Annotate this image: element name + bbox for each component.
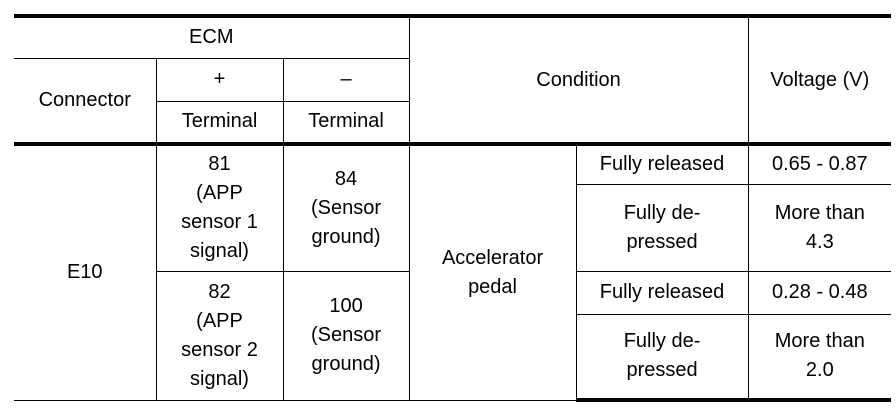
plus-terminal-line: (APP xyxy=(196,309,243,332)
minus-terminal-line: 84 xyxy=(334,167,358,190)
voltage-cell: More than 2.0 xyxy=(747,313,892,402)
minus-terminal-line: (Sensor xyxy=(311,196,382,219)
condition-header: Condition xyxy=(408,14,749,146)
minus-header: – xyxy=(282,57,410,102)
condition-line: Fully released xyxy=(599,153,725,176)
terminal-minus-header: Terminal xyxy=(282,100,410,146)
minus-terminal-cell: 84 (Sensor ground) xyxy=(282,142,410,272)
voltage-line: 4.3 xyxy=(805,230,834,253)
condition-line: Fully de- xyxy=(623,201,701,224)
plus-terminal-line: signal) xyxy=(190,367,249,390)
plus-terminal-line: sensor 1 xyxy=(181,211,258,234)
voltage-line: 0.65 - 0.87 xyxy=(771,153,868,176)
condition-line: pressed xyxy=(626,230,698,253)
condition-line: Fully released xyxy=(599,281,725,303)
minus-terminal-cell: 100 (Sensor ground) xyxy=(282,270,410,401)
component-cell: Accelerator pedal xyxy=(408,142,577,401)
condition-cell: Fully released xyxy=(575,142,749,185)
minus-terminal-line: 100 xyxy=(329,295,363,317)
plus-terminal-cell: 81 (APP sensor 1 signal) xyxy=(155,142,284,272)
plus-terminal-cell: 82 (APP sensor 2 signal) xyxy=(155,270,284,401)
minus-terminal-line: (Sensor xyxy=(311,324,382,346)
component-line: pedal xyxy=(468,275,517,298)
voltage-line: 0.28 - 0.48 xyxy=(771,281,868,303)
plus-terminal-line: 82 xyxy=(208,280,231,303)
minus-terminal-line: ground) xyxy=(311,225,381,248)
condition-cell: Fully released xyxy=(575,270,749,315)
voltage-line: More than xyxy=(774,201,865,224)
plus-terminal-line: (APP xyxy=(196,182,243,205)
plus-header: + xyxy=(155,57,284,102)
condition-line: pressed xyxy=(626,359,698,382)
condition-line: Fully de- xyxy=(623,330,701,353)
condition-cell: Fully de- pressed xyxy=(575,313,749,402)
component-line: Accelerator xyxy=(441,246,544,269)
voltage-line: 2.0 xyxy=(805,359,834,382)
condition-cell: Fully de- pressed xyxy=(575,183,749,272)
voltage-cell: 0.28 - 0.48 xyxy=(747,270,892,315)
voltage-cell: More than 4.3 xyxy=(747,183,892,272)
plus-terminal-line: signal) xyxy=(190,240,249,263)
plus-terminal-line: sensor 2 xyxy=(181,338,258,361)
terminal-voltage-table: ECM Condition Voltage (V) Connector + – … xyxy=(14,14,892,402)
connector-header: Connector xyxy=(14,57,157,146)
voltage-cell: 0.65 - 0.87 xyxy=(747,142,892,185)
voltage-line: More than xyxy=(774,330,865,353)
terminal-plus-header: Terminal xyxy=(155,100,284,146)
minus-terminal-line: ground) xyxy=(311,353,381,375)
connector-value: E10 xyxy=(14,142,157,401)
plus-terminal-line: 81 xyxy=(208,153,231,176)
ecm-header: ECM xyxy=(14,14,410,59)
voltage-header: Voltage (V) xyxy=(747,14,892,146)
